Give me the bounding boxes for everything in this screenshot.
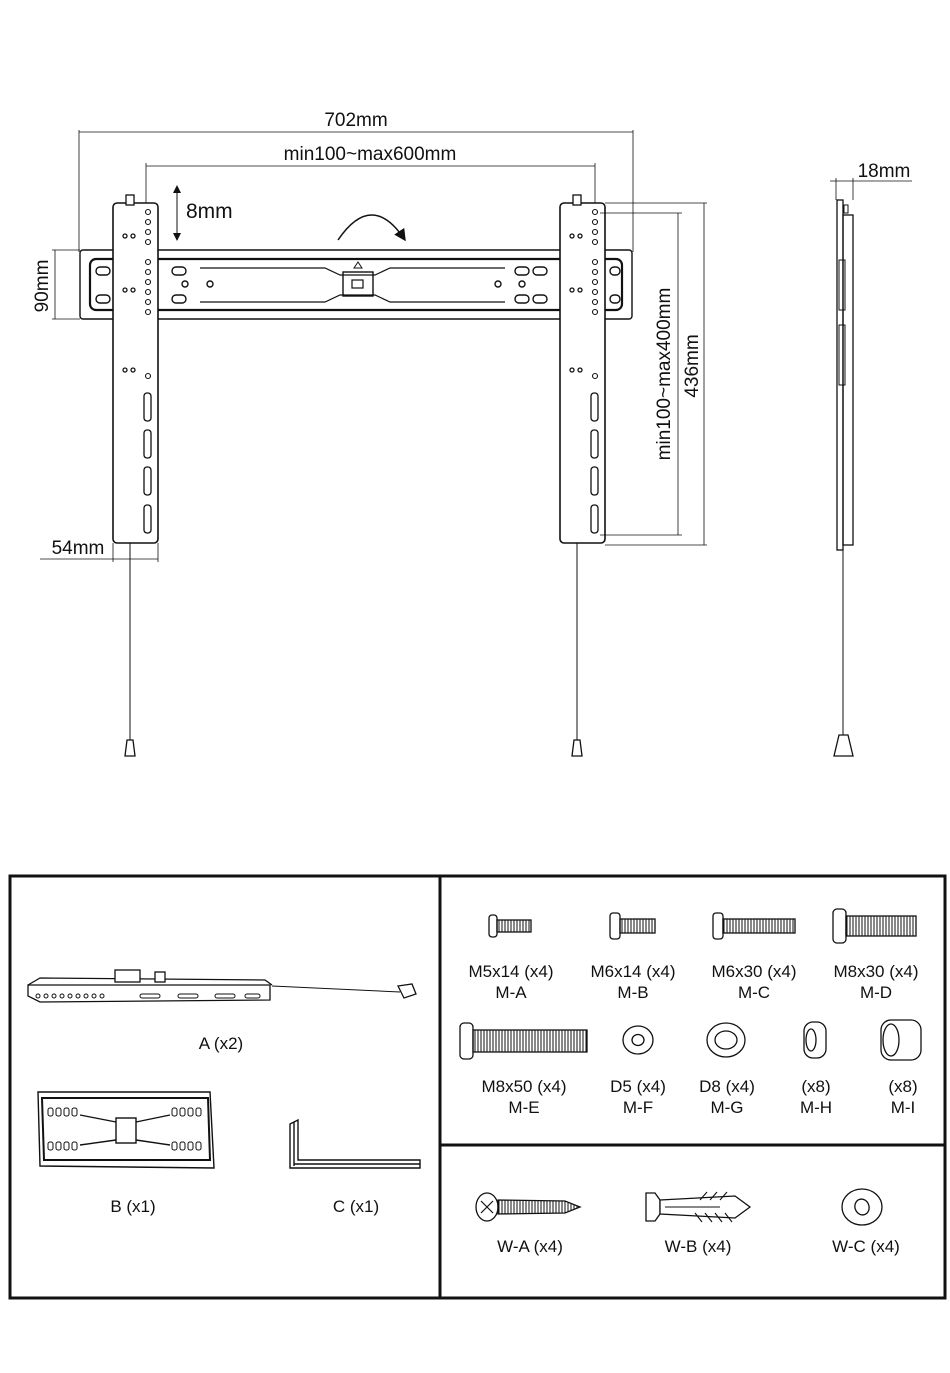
screw-size-5: M8x50 (x4) [481, 1077, 566, 1096]
wall-anchor-icon [646, 1192, 750, 1222]
screw-size-4: M8x30 (x4) [833, 962, 918, 981]
dim-plate-height: 90mm [32, 260, 53, 313]
wall-hardware-labels: W-A (x4) W-B (x4) W-C (x4) [497, 1237, 900, 1256]
wall-hardware-icons [476, 1189, 882, 1225]
screw-code-8: M-H [800, 1098, 832, 1117]
screw-code-5: M-E [508, 1098, 539, 1117]
screw-m6x14-icon [610, 913, 655, 939]
screw-icons-row-1 [489, 909, 916, 943]
washer-d8-icon [707, 1023, 745, 1057]
wall-hw-label-3: W-C (x4) [832, 1237, 900, 1256]
screw-code-6: M-F [623, 1098, 653, 1117]
wood-screw-icon [476, 1193, 580, 1221]
right-arm [560, 195, 605, 756]
spacer-h-icon [804, 1022, 826, 1058]
screw-m5x14-icon [489, 915, 531, 937]
part-c-label: C (x1) [333, 1197, 379, 1216]
screw-code-7: M-G [710, 1098, 743, 1117]
screw-m8x50-icon [460, 1023, 587, 1059]
dim-arm-width: 54mm [52, 538, 105, 559]
screw-size-3: M6x30 (x4) [711, 962, 796, 981]
screw-code-3: M-C [738, 983, 770, 1002]
spacer-i-icon [881, 1020, 921, 1060]
dim-total-width: 702mm [324, 110, 387, 131]
part-b-label: B (x1) [110, 1197, 155, 1216]
dim-tilt-offset: 8mm [186, 200, 233, 223]
screw-size-1: M5x14 (x4) [468, 962, 553, 981]
screw-m8x30-icon [833, 909, 916, 943]
screw-size-9: (x8) [888, 1077, 917, 1096]
screw-code-9: M-I [891, 1098, 916, 1117]
screw-icons-row-2 [460, 1020, 921, 1060]
dim-vertical-vesa: min100~max400mm [654, 288, 675, 461]
wall-plate-outline [80, 250, 632, 319]
side-view [830, 178, 912, 756]
screw-m6x30-icon [713, 913, 795, 939]
screw-size-6: D5 (x4) [610, 1077, 666, 1096]
dim-horizontal-vesa: min100~max600mm [284, 144, 457, 165]
wall-hw-label-2: W-B (x4) [665, 1237, 732, 1256]
screw-code-1: M-A [495, 983, 527, 1002]
wall-washer-icon [842, 1189, 882, 1225]
screw-code-2: M-B [617, 983, 648, 1002]
screw-size-2: M6x14 (x4) [590, 962, 675, 981]
wall-hw-label-1: W-A (x4) [497, 1237, 563, 1256]
part-b-plate-drawing [38, 1092, 214, 1168]
screw-size-8: (x8) [801, 1077, 830, 1096]
part-c-hex-key-drawing [290, 1120, 420, 1168]
dim-depth: 18mm [858, 161, 911, 182]
washer-d5-icon [623, 1026, 653, 1054]
left-arm [113, 195, 158, 756]
screw-code-4: M-D [860, 983, 892, 1002]
part-a-arm-drawing [28, 970, 416, 1002]
dim-arm-height: 436mm [682, 334, 703, 397]
screw-size-7: D8 (x4) [699, 1077, 755, 1096]
front-view [40, 130, 912, 756]
part-a-label: A (x2) [199, 1034, 243, 1053]
